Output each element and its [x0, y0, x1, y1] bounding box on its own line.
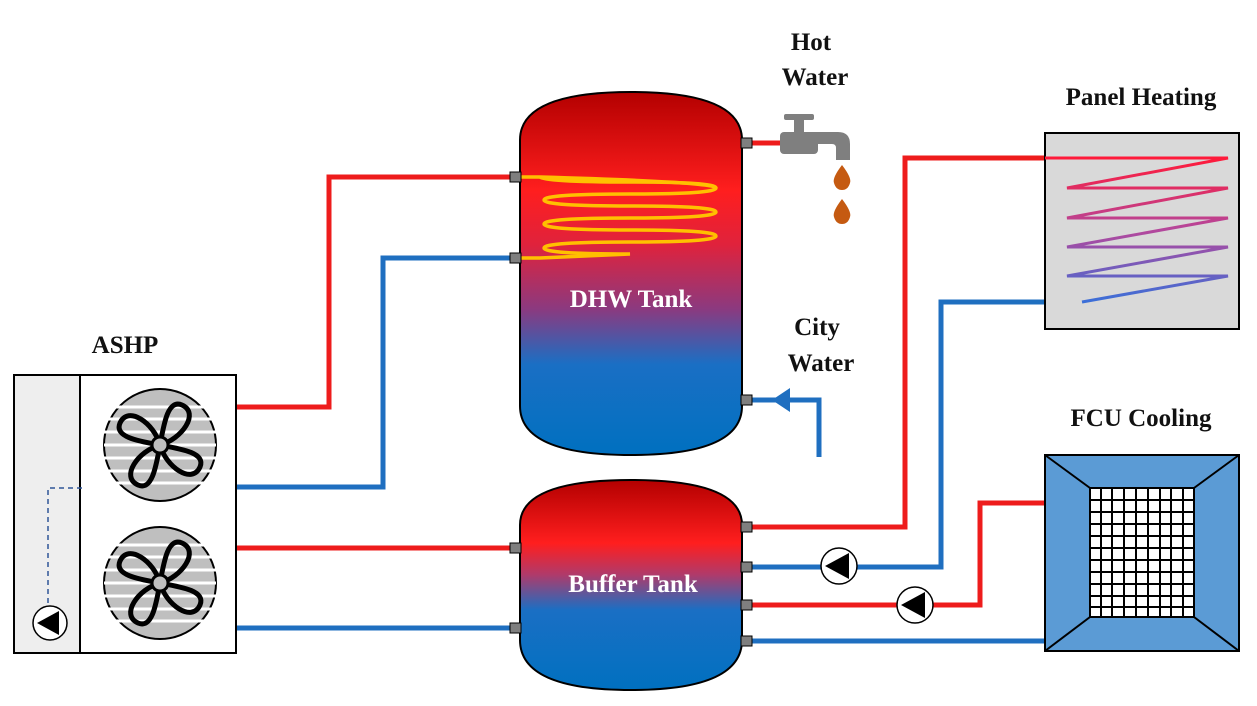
pipes	[236, 140, 1082, 644]
pipe-fcu-supply	[752, 500, 1045, 608]
city-water-arrow-icon	[772, 388, 790, 412]
panel-heating-coil	[1045, 156, 1229, 304]
hot-water-label-line1: Hot	[791, 29, 832, 56]
pump-icon	[896, 586, 934, 624]
faucet-icon	[780, 114, 850, 160]
connector	[509, 542, 522, 554]
dhw-tank-label: DHW Tank	[570, 286, 693, 313]
connector	[509, 622, 522, 634]
pump-icon	[32, 605, 68, 641]
connector	[740, 394, 753, 406]
fan-icon	[103, 526, 217, 640]
fcu-grille	[1089, 487, 1195, 618]
connector	[740, 561, 753, 573]
fan-icon	[103, 388, 217, 502]
city-water-label-line2: Water	[788, 350, 855, 377]
hot-water-label-line2: Water	[782, 64, 849, 91]
water-drop-icon	[833, 165, 851, 224]
buffer-tank-label: Buffer Tank	[568, 571, 698, 598]
fcu-cooling-unit	[1044, 454, 1240, 652]
connector	[509, 171, 522, 183]
pump-icon	[820, 547, 858, 585]
buffer-tank	[509, 478, 753, 692]
connector	[740, 137, 753, 149]
pipe-dhw-to-ashp-return	[236, 255, 512, 490]
connector	[740, 635, 753, 647]
dhw-heating-coil	[520, 175, 718, 260]
ashp-dashed-line	[47, 487, 82, 608]
connector	[509, 252, 522, 264]
panel-heating-unit	[1044, 132, 1240, 330]
connector	[740, 521, 753, 533]
fcu-cooling-label: FCU Cooling	[1071, 405, 1212, 432]
fcu-grille-lines	[1090, 488, 1194, 617]
dhw-tank	[509, 90, 753, 457]
city-water-label-line1: City	[794, 314, 840, 341]
dhw-tank-body	[519, 90, 743, 457]
pipe-ashp-to-dhw-supply	[236, 174, 512, 410]
panel-heating-box	[1044, 132, 1240, 330]
connector	[740, 599, 753, 611]
ashp-label: ASHP	[92, 332, 159, 359]
panel-heating-label: Panel Heating	[1066, 84, 1217, 111]
ashp-unit	[13, 374, 237, 654]
pipe-panel-heating-supply	[752, 155, 1045, 530]
